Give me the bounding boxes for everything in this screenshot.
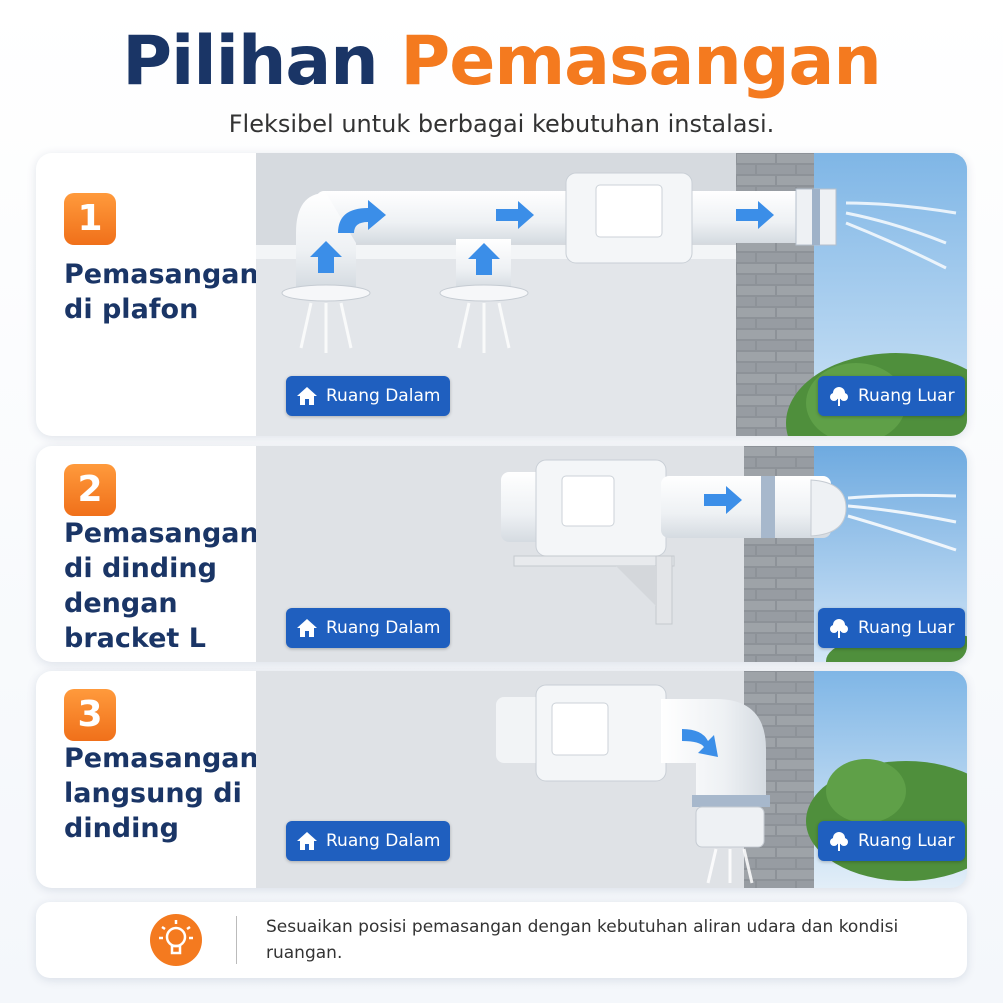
- outdoor-room-label-text: Ruang Luar: [858, 831, 955, 851]
- option-card-3: 3 Pemasangan langsung di dinding: [36, 671, 967, 888]
- tree-icon: [830, 387, 848, 406]
- tip-text: Sesuaikan posisi pemasangan dengan kebut…: [266, 917, 899, 963]
- option-card-1: 1 Pemasangan di plafon: [36, 153, 967, 436]
- page-subtitle: Fleksibel untuk berbagai kebutuhan insta…: [228, 110, 775, 138]
- house-icon: [297, 619, 317, 637]
- airflow-arrows: [310, 200, 774, 275]
- indoor-room-label: Ruang Dalam: [286, 376, 451, 416]
- option-info: 3 Pemasangan langsung di dinding: [36, 671, 259, 888]
- option-number-badge: 3: [64, 689, 116, 741]
- tip-divider: [236, 916, 237, 964]
- title-part-1: Pilihan: [122, 22, 378, 101]
- option-title: Pemasangan di dinding dengan bracket L: [64, 518, 259, 654]
- house-icon: [297, 832, 317, 850]
- tip-box: Sesuaikan posisi pemasangan dengan kebut…: [36, 902, 967, 978]
- ceiling-installation-illustration: Ruang Dalam Ruang Luar: [256, 153, 967, 436]
- option-number-badge: 2: [64, 464, 116, 516]
- exterior-vent-hood: [810, 479, 847, 537]
- page-title: Pilihan Pemasangan: [0, 22, 1003, 102]
- house-icon: [297, 387, 317, 405]
- duct-pipe: [661, 476, 831, 538]
- option-card-2: 2 Pemasangan di dinding dengan bracket L: [36, 446, 967, 662]
- l-bracket: [513, 555, 675, 625]
- option-info: 1 Pemasangan di plafon: [36, 153, 259, 436]
- option-title: Pemasangan langsung di dinding: [64, 743, 259, 844]
- indoor-room-label: Ruang Dalam: [286, 608, 451, 648]
- outdoor-room-label-text: Ruang Luar: [858, 618, 955, 638]
- outdoor-room-label: Ruang Luar: [818, 821, 965, 861]
- tree-icon: [830, 619, 848, 638]
- ceiling-vent-1: [281, 284, 371, 302]
- title-part-2: Pemasangan: [400, 22, 881, 101]
- indoor-room-label-text: Ruang Dalam: [326, 386, 441, 406]
- indoor-room-label-text: Ruang Dalam: [326, 618, 441, 638]
- direct-wall-installation-illustration: Ruang Dalam Ruang Luar: [256, 671, 967, 888]
- option-number-badge: 1: [64, 193, 116, 245]
- indoor-room-label: Ruang Dalam: [286, 821, 451, 861]
- outdoor-room-label-text: Ruang Luar: [858, 386, 955, 406]
- airflow-arrow: [682, 729, 718, 757]
- lightbulb-icon: [150, 914, 202, 966]
- wall-bracket-installation-illustration: Ruang Dalam Ruang Luar: [256, 446, 967, 662]
- ceiling-vent-2: [439, 284, 529, 302]
- option-info: 2 Pemasangan di dinding dengan bracket L: [36, 446, 259, 662]
- outdoor-room-label: Ruang Luar: [818, 608, 965, 648]
- outdoor-room-label: Ruang Luar: [818, 376, 965, 416]
- wall-vent: [695, 806, 765, 848]
- indoor-room-label-text: Ruang Dalam: [326, 831, 441, 851]
- option-title: Pemasangan di plafon: [64, 259, 259, 325]
- tree-icon: [830, 832, 848, 851]
- airflow-arrow: [704, 486, 742, 514]
